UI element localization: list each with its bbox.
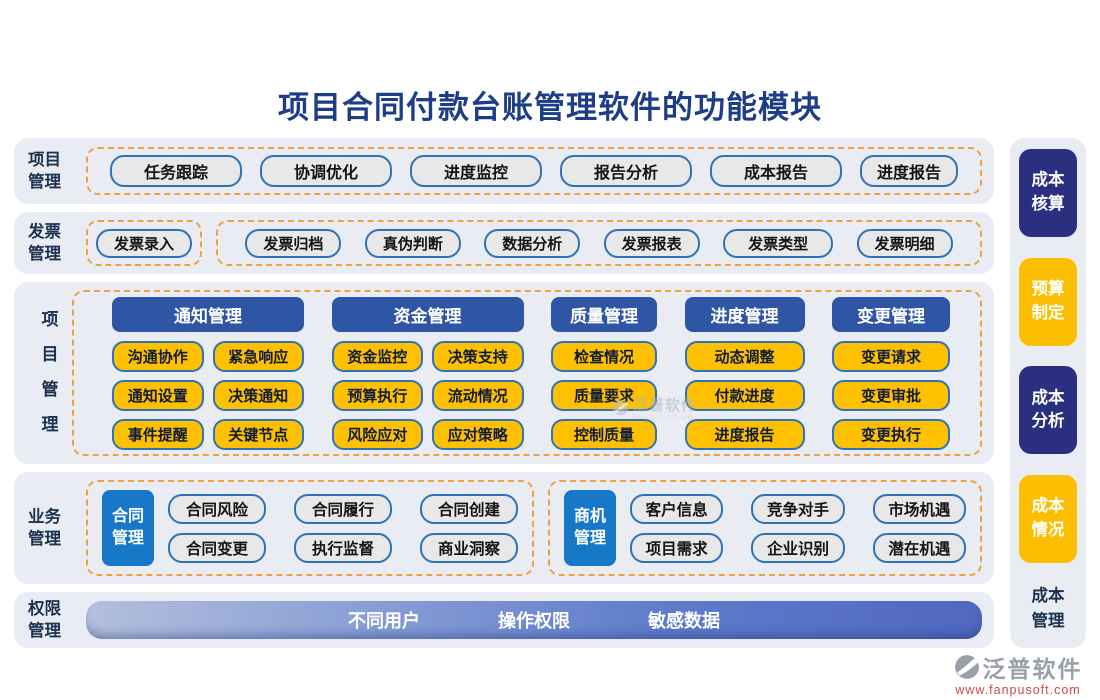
dashed-group-contract: 合同 管理 合同风险 合同履行 合同创建 合同变更 执行监督 商业洞察 [86,480,534,576]
row-label-project-main: 项 目 管 理 [41,310,59,434]
module-chip: 客户信息 [630,493,724,524]
chip-grid: 资金监控 决策支持 预算执行 流动情况 风险应对 应对策略 [331,340,524,450]
module-chip: 质量要求 [551,379,657,411]
module-chip: 沟通协作 [112,340,204,372]
module-chip: 成本报告 [710,155,842,187]
row-label-permission: 权限 管理 [28,599,61,640]
row-project-top: 项目 管理 任务跟踪 协调优化 进度监控 报告分析 成本报告 进度报告 [14,138,994,204]
row-project-main: 项 目 管 理 通知管理 沟通协作 紧急响应 通知设置 决策通知 事件提醒 关键… [14,282,994,464]
module-group-funds: 资金管理 资金监控 决策支持 预算执行 流动情况 风险应对 应对策略 [331,296,524,450]
group-header: 变更管理 [832,296,950,332]
module-chip: 发票报表 [603,228,700,258]
chip-grid: 动态调整 付款进度 进度报告 [684,340,805,450]
side-cost-column: 成本 核算 预算 制定 成本 分析 成本 情况 成本 管理 [1010,138,1086,648]
brand-name: 泛普软件 [982,656,1083,682]
module-chip: 发票明细 [856,228,953,258]
module-chip: 潜在机遇 [872,532,966,563]
module-chip: 紧急响应 [212,340,304,372]
dashed-group: 发票归档 真伪判断 数据分析 发票报表 发票类型 发票明细 [216,220,982,266]
module-chip: 事件提醒 [112,418,204,450]
module-chip: 执行监督 [294,532,392,563]
row-permission: 权限 管理 不同用户 操作权限 敏感数据 [14,592,994,648]
side-module-cost-accounting: 成本 核算 [1019,149,1077,237]
row-label-invoice: 发票 管理 [28,222,61,263]
group-header: 通知管理 [112,296,304,332]
side-module-cost-analysis: 成本 分析 [1019,366,1077,455]
module-chip: 报告分析 [560,155,692,187]
module-chip: 发票归档 [245,228,342,258]
permission-bar: 不同用户 操作权限 敏感数据 [86,601,982,639]
module-chip: 协调优化 [260,155,392,187]
module-chip: 变更执行 [832,418,950,450]
module-chip: 项目需求 [630,532,724,563]
chip-grid: 合同风险 合同履行 合同创建 合同变更 执行监督 商业洞察 [168,493,518,563]
row-label-business: 业务 管理 [28,507,61,548]
module-chip: 决策通知 [212,379,304,411]
brand-logo-icon [954,655,979,679]
row-invoice: 发票 管理 发票录入 发票归档 真伪判断 数据分析 发票报表 发票类型 发票明细 [14,212,994,274]
side-module-budgeting: 预算 制定 [1019,257,1077,346]
brand-url: www.fanpusoft.com [955,683,1081,697]
module-chip: 检查情况 [551,340,657,372]
module-chip: 发票录入 [96,228,192,258]
module-group-progress: 进度管理 动态调整 付款进度 进度报告 [684,296,805,450]
module-chip: 商业洞察 [420,532,518,563]
permission-item: 操作权限 [498,611,570,631]
module-chip: 资金监控 [331,340,423,372]
module-chip: 付款进度 [684,379,805,411]
module-chip: 发票类型 [723,228,834,258]
dashed-group: 通知管理 沟通协作 紧急响应 通知设置 决策通知 事件提醒 关键节点 资金管理 … [72,290,982,456]
module-chip: 决策支持 [432,340,524,372]
module-chip: 应对策略 [432,418,524,450]
dashed-group: 任务跟踪 协调优化 进度监控 报告分析 成本报告 进度报告 [86,147,982,195]
category-badge-contract: 合同 管理 [102,490,154,566]
module-chip: 预算执行 [331,379,423,411]
chip-grid: 检查情况 质量要求 控制质量 [551,340,657,450]
module-chip: 关键节点 [212,418,304,450]
permission-item: 敏感数据 [648,611,720,631]
module-chip: 动态调整 [684,340,805,372]
module-chip: 合同创建 [420,493,518,524]
chip-grid: 变更请求 变更审批 变更执行 [832,340,950,450]
module-chip: 合同变更 [168,532,266,563]
module-chip: 进度报告 [684,418,805,450]
page-title: 项目合同付款台账管理软件的功能模块 [278,90,822,125]
module-group-quality: 质量管理 检查情况 质量要求 控制质量 [551,296,657,450]
row-label-project-top: 项目 管理 [28,150,61,191]
side-column-label: 成本 管理 [1031,586,1065,631]
module-chip: 流动情况 [432,379,524,411]
module-chip: 进度报告 [860,155,958,187]
permission-item: 不同用户 [348,611,420,631]
group-header: 进度管理 [684,296,805,332]
row-business: 业务 管理 合同 管理 合同风险 合同履行 合同创建 合同变更 执行监督 商业洞… [14,472,994,584]
module-chip: 任务跟踪 [110,155,242,187]
module-chip: 合同风险 [168,493,266,524]
module-chip: 合同履行 [294,493,392,524]
module-group-change: 变更管理 变更请求 变更审批 变更执行 [832,296,950,450]
main-column: 项目 管理 任务跟踪 协调优化 进度监控 报告分析 成本报告 进度报告 发票 管… [14,138,994,648]
module-chip: 市场机遇 [872,493,966,524]
module-chip: 控制质量 [551,418,657,450]
module-chip: 数据分析 [484,228,581,258]
module-chip: 进度监控 [410,155,542,187]
group-header: 质量管理 [551,296,657,332]
chip-grid: 客户信息 竞争对手 市场机遇 项目需求 企业识别 潜在机遇 [630,493,966,563]
module-chip: 变更审批 [832,379,950,411]
group-header: 资金管理 [331,296,524,332]
module-chip: 竞争对手 [751,493,845,524]
module-chip: 企业识别 [751,532,845,563]
module-chip: 变更请求 [832,340,950,372]
category-badge-opportunity: 商机 管理 [564,490,616,566]
side-module-cost-status: 成本 情况 [1019,475,1077,564]
chip-grid: 沟通协作 紧急响应 通知设置 决策通知 事件提醒 关键节点 [112,340,304,450]
footer-brand: 泛普软件 www.fanpusoft.com [942,650,1094,697]
module-chip: 风险应对 [331,418,423,450]
dashed-group-opportunity: 商机 管理 客户信息 竞争对手 市场机遇 项目需求 企业识别 潜在机遇 [548,480,982,576]
diagram-layout: 项目 管理 任务跟踪 协调优化 进度监控 报告分析 成本报告 进度报告 发票 管… [14,138,1086,648]
module-chip: 通知设置 [112,379,204,411]
module-chip: 真伪判断 [364,228,461,258]
dashed-group-solo: 发票录入 [86,220,202,266]
module-group-notification: 通知管理 沟通协作 紧急响应 通知设置 决策通知 事件提醒 关键节点 [112,296,304,450]
